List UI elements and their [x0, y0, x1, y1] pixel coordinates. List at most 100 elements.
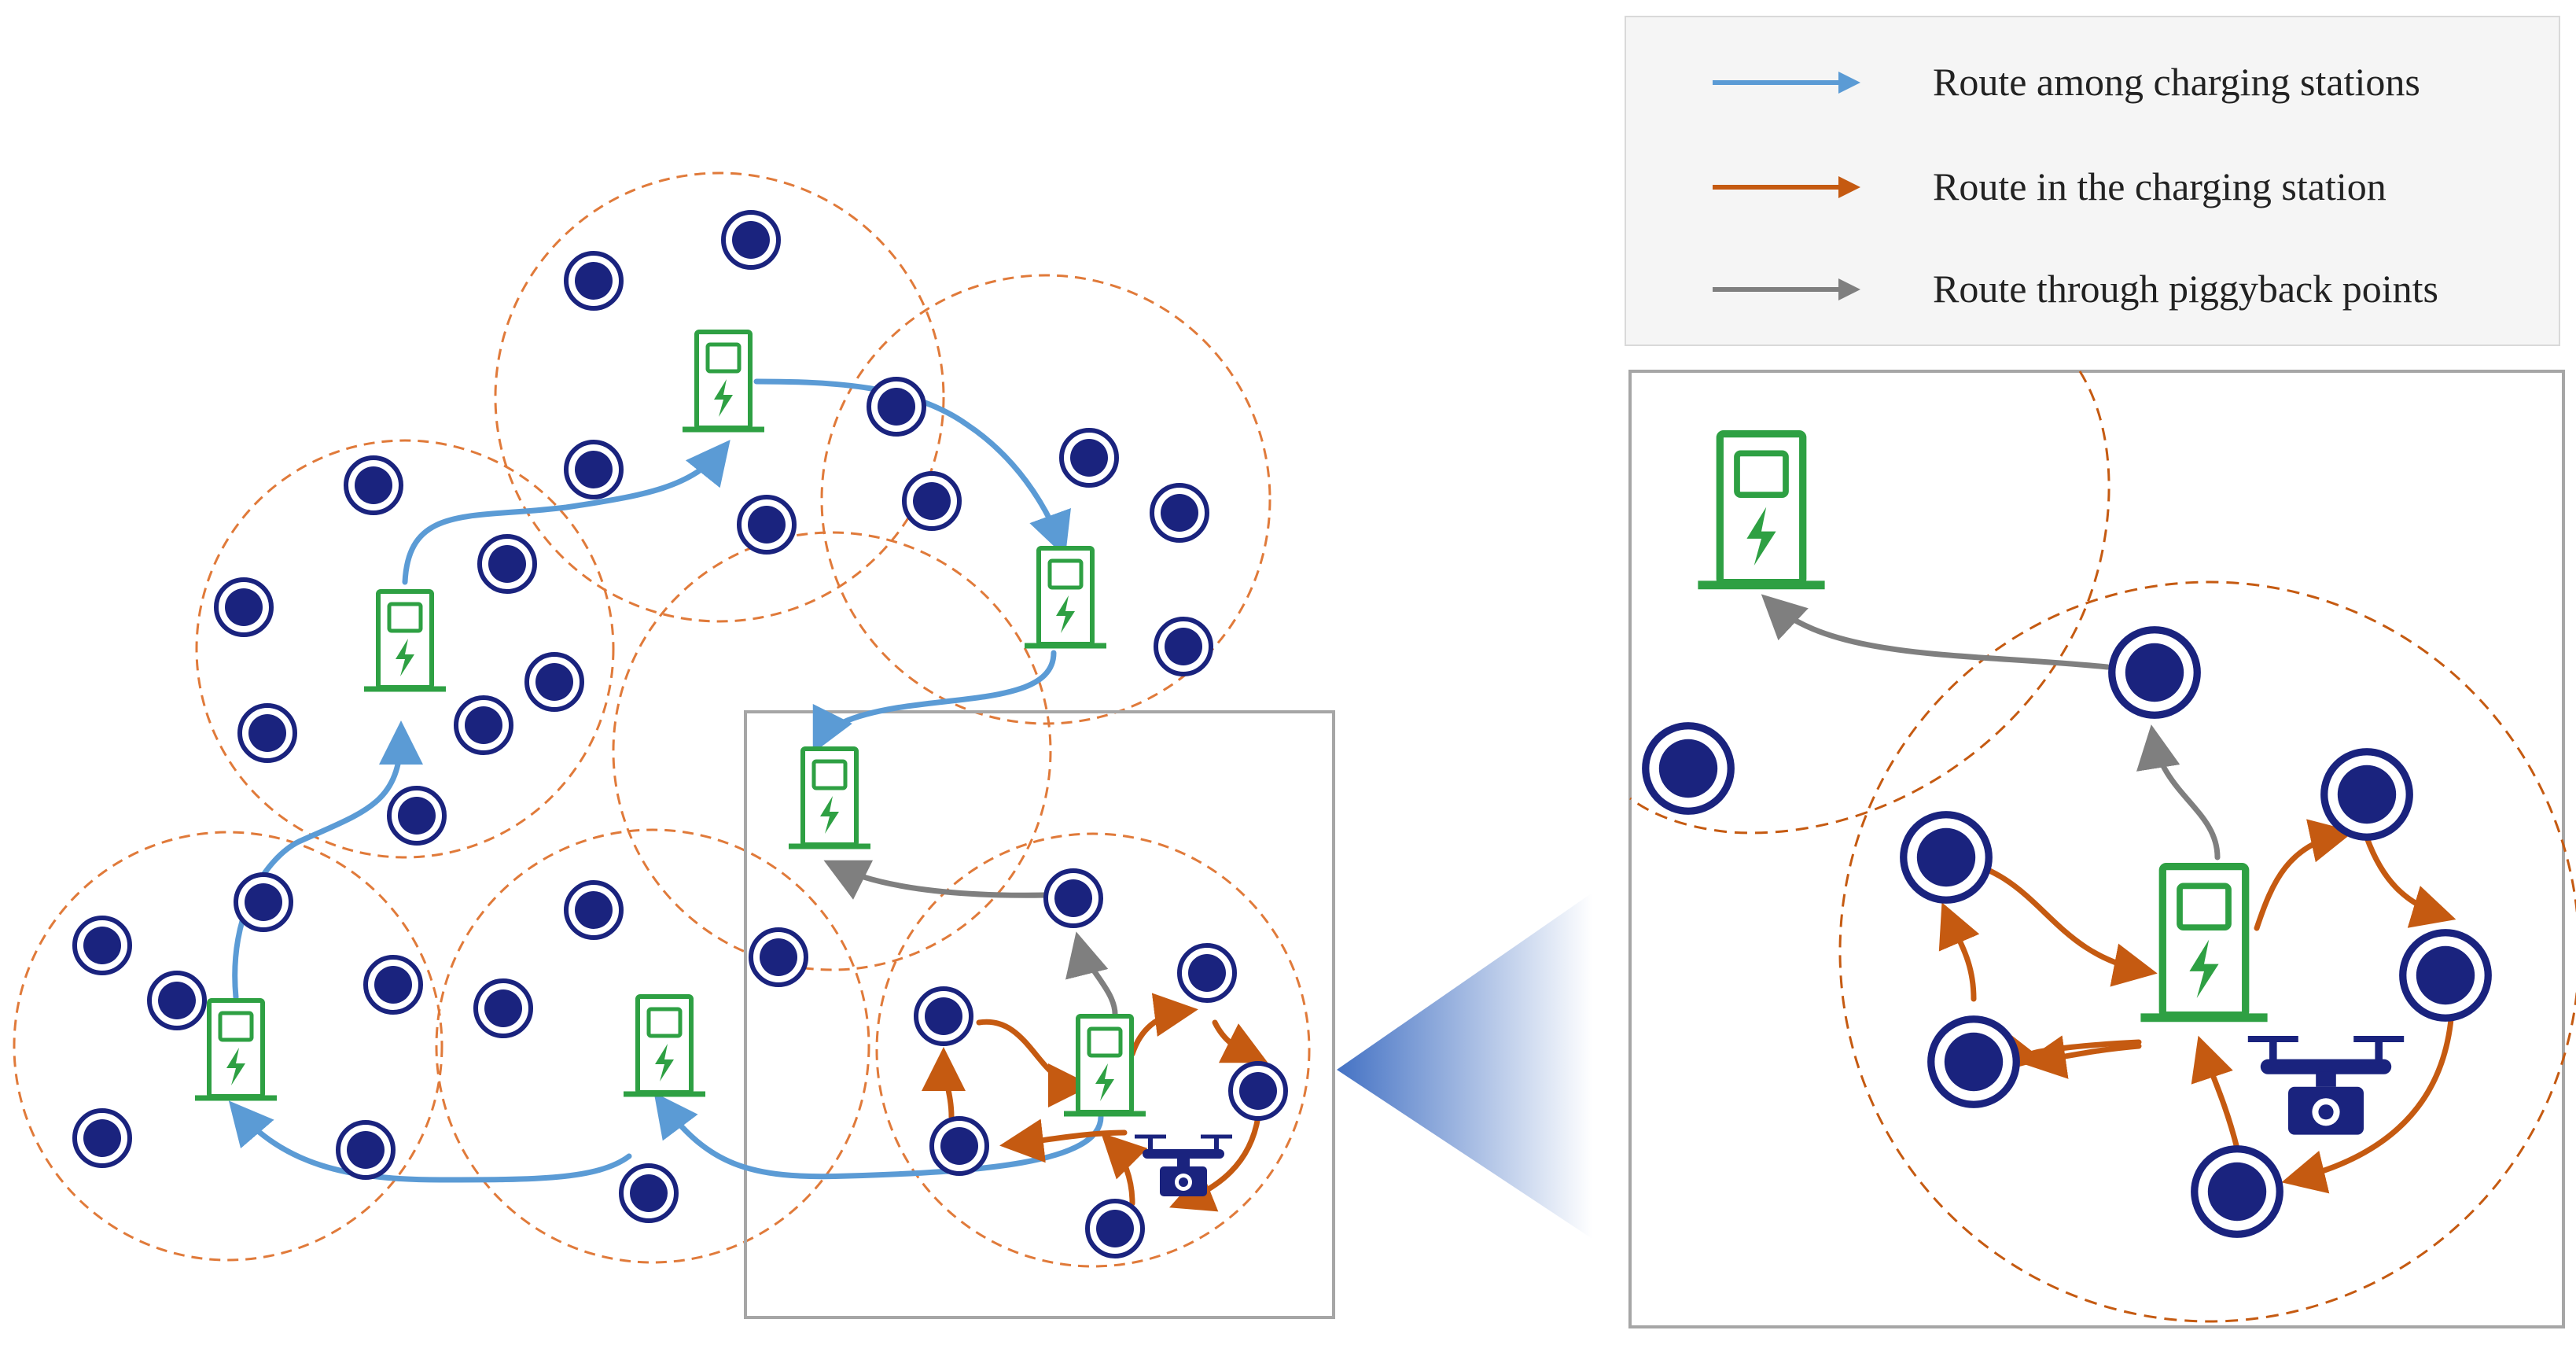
legend-arrow-gray: [1838, 278, 1860, 300]
route-blue: [232, 720, 423, 1000]
piggyback-point-icon: [1087, 1201, 1143, 1256]
route-gray: [1065, 931, 1118, 1019]
piggyback-point-icon: [916, 989, 971, 1044]
route-orange: [2281, 1008, 2455, 1194]
charging-station-icon: [1064, 1016, 1146, 1114]
legend-arrow-orange: [1838, 176, 1860, 198]
piggyback-point-icon: [1156, 619, 1211, 674]
piggyback-point-icon: [240, 706, 295, 761]
zoom-routes-piggyback: [1761, 594, 2221, 860]
piggyback-point-icon: [869, 379, 924, 434]
piggyback-point-icon: [476, 981, 531, 1036]
legend-item-piggyback: Route through piggyback points: [1713, 265, 2538, 312]
coverage-circle: [13, 831, 443, 1262]
piggyback-point-icon: [566, 883, 621, 938]
piggyback-point-icon: [566, 253, 621, 308]
charging-station-icon: [1025, 548, 1106, 646]
legend-item-stations: Route among charging stations: [1713, 58, 2538, 105]
coverage-circle: [494, 171, 945, 623]
route-gray: [1761, 594, 2110, 670]
piggyback-point-icon: [338, 1122, 393, 1177]
route-blue: [653, 1092, 1104, 1180]
route-orange: [1129, 993, 1198, 1057]
legend-swatch-orange: [1713, 185, 1846, 190]
coverage-circles: [13, 171, 1311, 1268]
piggyback-point-icon: [1931, 1019, 2017, 1105]
route-blue: [228, 1100, 632, 1183]
route-orange: [976, 1019, 1092, 1107]
charging-station-icon: [624, 997, 705, 1094]
piggyback-point-icon: [2324, 752, 2410, 838]
piggyback-point-icon: [480, 536, 535, 591]
piggyback-point-icon: [2403, 933, 2489, 1019]
zoom-projection: [1337, 893, 1592, 1239]
piggyback-point-icon: [389, 788, 444, 843]
charging-station-icon: [195, 1000, 277, 1098]
piggyback-point-icon: [346, 458, 401, 513]
routes-piggyback: [823, 860, 1118, 1019]
charging-station-icon: [2140, 867, 2267, 1018]
route-blue: [753, 378, 1071, 558]
charging-station-icon: [683, 332, 764, 429]
route-orange: [1938, 902, 1980, 1002]
piggyback-point-icon: [1646, 726, 1731, 812]
piggyback-point-icon: [149, 973, 204, 1028]
piggyback-point-icon: [1231, 1063, 1286, 1118]
legend-swatch-blue: [1713, 80, 1846, 85]
route-orange: [1212, 1019, 1268, 1063]
piggyback-point-icon: [1904, 815, 1989, 901]
piggyback-point-icon: [456, 698, 511, 753]
routes-among-stations: [228, 378, 1104, 1183]
coverage-circle: [195, 439, 615, 859]
charging-station-icon: [364, 591, 446, 689]
piggyback-point-icon: [904, 474, 959, 529]
drone-camera-icon: [1135, 1137, 1232, 1196]
route-gray: [2136, 724, 2221, 860]
piggyback-point-icon: [723, 212, 778, 267]
route-orange: [1169, 1114, 1261, 1212]
legend-swatch-gray: [1713, 287, 1846, 292]
charging-stations: [195, 332, 1146, 1114]
route-gray: [823, 860, 1049, 900]
zoom-coverage-circle: [1838, 580, 2576, 1323]
piggyback-point-icon: [751, 930, 806, 985]
piggyback-point-icon: [1062, 430, 1117, 485]
coverage-circle: [435, 828, 870, 1264]
piggyback-point-icon: [621, 1166, 676, 1221]
piggyback-point-icon: [2195, 1149, 2280, 1235]
routes-in-station: [922, 993, 1268, 1212]
piggyback-point-icon: [527, 654, 582, 709]
legend-label: Route in the charging station: [1933, 164, 2386, 208]
zoom-frame-source: [744, 710, 1335, 1319]
piggyback-point-icon: [75, 918, 130, 973]
route-blue: [812, 650, 1057, 754]
piggyback-point-icon: [932, 1118, 987, 1174]
legend: Route among charging stations Route in t…: [1625, 16, 2560, 346]
route-orange: [2364, 835, 2456, 928]
coverage-circle: [875, 832, 1311, 1268]
legend-arrow-blue: [1838, 72, 1860, 94]
piggyback-point-icon: [236, 875, 291, 930]
route-blue: [402, 440, 730, 585]
piggyback-point-icon: [1152, 485, 1207, 540]
route-orange: [922, 1047, 966, 1120]
legend-item-in-station: Route in the charging station: [1713, 163, 2538, 210]
legend-label: Route among charging stations: [1933, 60, 2420, 104]
piggyback-point-icon: [216, 580, 271, 635]
coverage-circle: [820, 274, 1271, 725]
charging-station-icon: [789, 749, 870, 846]
piggyback-point-icon: [1179, 945, 1235, 1000]
route-orange: [1101, 1133, 1148, 1207]
zoom-coverage-arc: [1629, 370, 2110, 835]
piggyback-point-icon: [739, 497, 794, 552]
coverage-circle: [612, 531, 1052, 971]
piggyback-point-icon: [75, 1111, 130, 1166]
charging-station-icon: [1698, 434, 1824, 585]
piggyback-point-icon: [1046, 871, 1101, 926]
route-orange: [2191, 1035, 2240, 1152]
legend-label: Route through piggyback points: [1933, 267, 2438, 311]
piggyback-point-icon: [366, 957, 421, 1012]
route-orange: [2022, 1035, 2142, 1079]
